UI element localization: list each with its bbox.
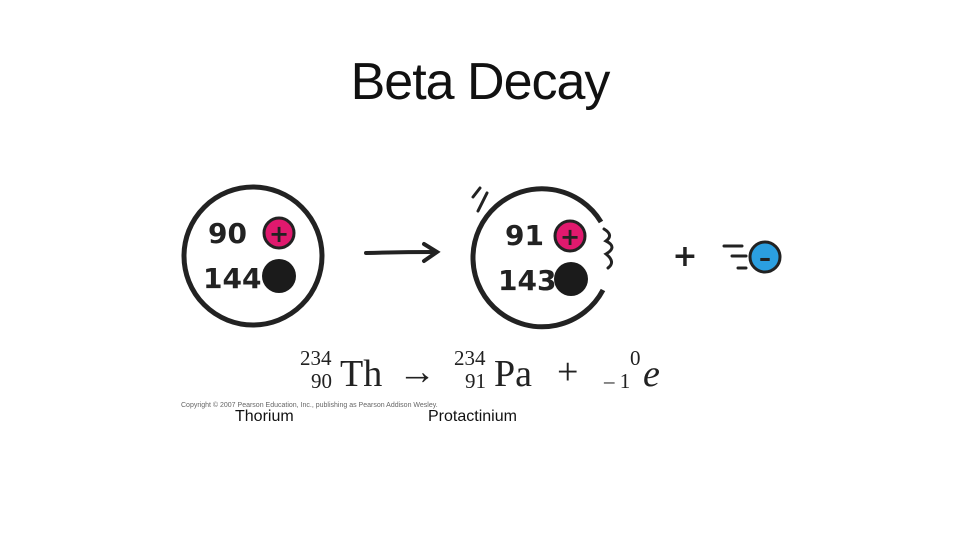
daughter-mass-number: 234 (454, 346, 486, 370)
parent-proton-icon (262, 216, 296, 250)
daughter-neutron-count: 143 (498, 264, 556, 297)
daughter-neutron-icon (554, 262, 588, 296)
electron-icon (748, 240, 782, 274)
motion-lines (722, 244, 748, 270)
reaction-arrow (364, 242, 441, 263)
thorium-label: Thorium (235, 408, 294, 425)
copyright-notice: Copyright © 2007 Pearson Education, Inc.… (181, 402, 438, 409)
equation-arrow: → (398, 351, 436, 393)
parent-symbol: Th (340, 353, 383, 395)
emitted-mass-number: 0 (630, 346, 641, 370)
parent-neutron-count: 144 (203, 262, 261, 295)
daughter-proton-icon (553, 219, 587, 253)
emitted-symbol: e (643, 353, 660, 395)
equation-plus: + (557, 351, 579, 393)
electron-minus: – (759, 244, 771, 272)
parent-nucleus (181, 184, 325, 328)
parent-proton-plus: + (269, 220, 289, 248)
daughter-nucleus (470, 186, 606, 330)
daughter-proton-plus: + (560, 223, 580, 251)
emitted-atomic-number: – 1 (604, 369, 631, 393)
diagram-plus-sign: + (672, 239, 697, 274)
parent-neutron-icon (262, 259, 296, 293)
daughter-proton-count: 91 (505, 219, 544, 252)
daughter-symbol: Pa (494, 353, 532, 395)
recoil-marks (471, 186, 614, 270)
slide-title: Beta Decay (350, 53, 611, 111)
daughter-atomic-number: 91 (465, 369, 486, 393)
protactinium-label: Protactinium (428, 408, 517, 425)
parent-proton-count: 90 (208, 217, 247, 250)
parent-atomic-number: 90 (311, 369, 332, 393)
parent-mass-number: 234 (300, 346, 332, 370)
